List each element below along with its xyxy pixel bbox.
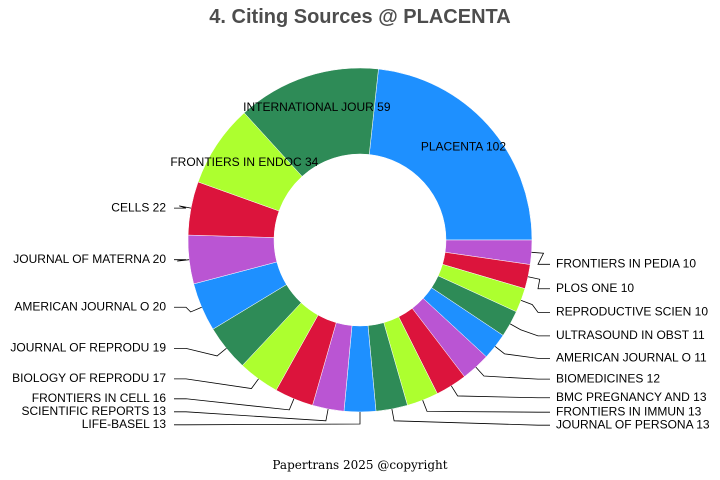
slice-label: BIOLOGY OF REPRODU 17 [12,371,166,385]
slice-label: AMERICAN JOURNAL O 20 [14,299,166,313]
leader-line [174,408,329,422]
slice-label: SCIENTIFIC REPORTS 13 [22,404,167,418]
leader-line [174,378,259,389]
slice-label: FRONTIERS IN ENDOC 34 [170,155,318,169]
slice-label: JOURNAL OF MATERNA 20 [13,252,166,266]
slice-label: FRONTIERS IN CELL 16 [32,391,167,405]
leader-line [174,412,361,426]
slice-label: JOURNAL OF REPRODU 19 [10,341,166,355]
leader-line [174,205,192,209]
leader-line [450,385,550,399]
slice-label: FRONTIERS IN IMMUN 13 [556,404,702,418]
leader-line [531,251,550,265]
slice-label: CELLS 22 [111,200,166,214]
chart-footer: Papertrans 2025 @copyright [272,458,448,472]
slice-label: LIFE-BASEL 13 [82,417,167,431]
slice-label: PLOS ONE 10 [556,281,634,295]
leader-line [475,366,550,380]
slice-label: REPRODUCTIVE SCIEN 10 [556,305,708,319]
leader-line [174,259,190,262]
slice-label: INTERNATIONAL JOUR 59 [243,100,391,114]
leader-line [391,408,550,426]
slice-label: BIOMEDICINES 12 [556,371,660,385]
donut-slice [368,68,533,241]
leader-line [422,400,550,413]
slice-label: ULTRASOUND IN OBST 11 [556,328,705,342]
leader-line [520,299,550,313]
donut-slice [243,67,379,177]
leader-line [509,323,550,337]
slice-label: PLACENTA 102 [421,139,506,153]
slice-label: FRONTIERS IN PEDIA 10 [556,256,696,270]
chart-title: 4. Citing Sources @ PLACENTA [209,6,511,28]
leader-line [494,346,550,359]
leader-line [527,276,550,290]
leader-line [174,398,295,411]
slice-label: BMC PREGNANCY AND 13 [556,390,707,404]
leader-line [174,306,202,313]
slice-label: JOURNAL OF PERSONA 13 [556,417,710,431]
leader-line [174,347,227,357]
slice-label: AMERICAN JOURNAL O 11 [556,351,707,365]
